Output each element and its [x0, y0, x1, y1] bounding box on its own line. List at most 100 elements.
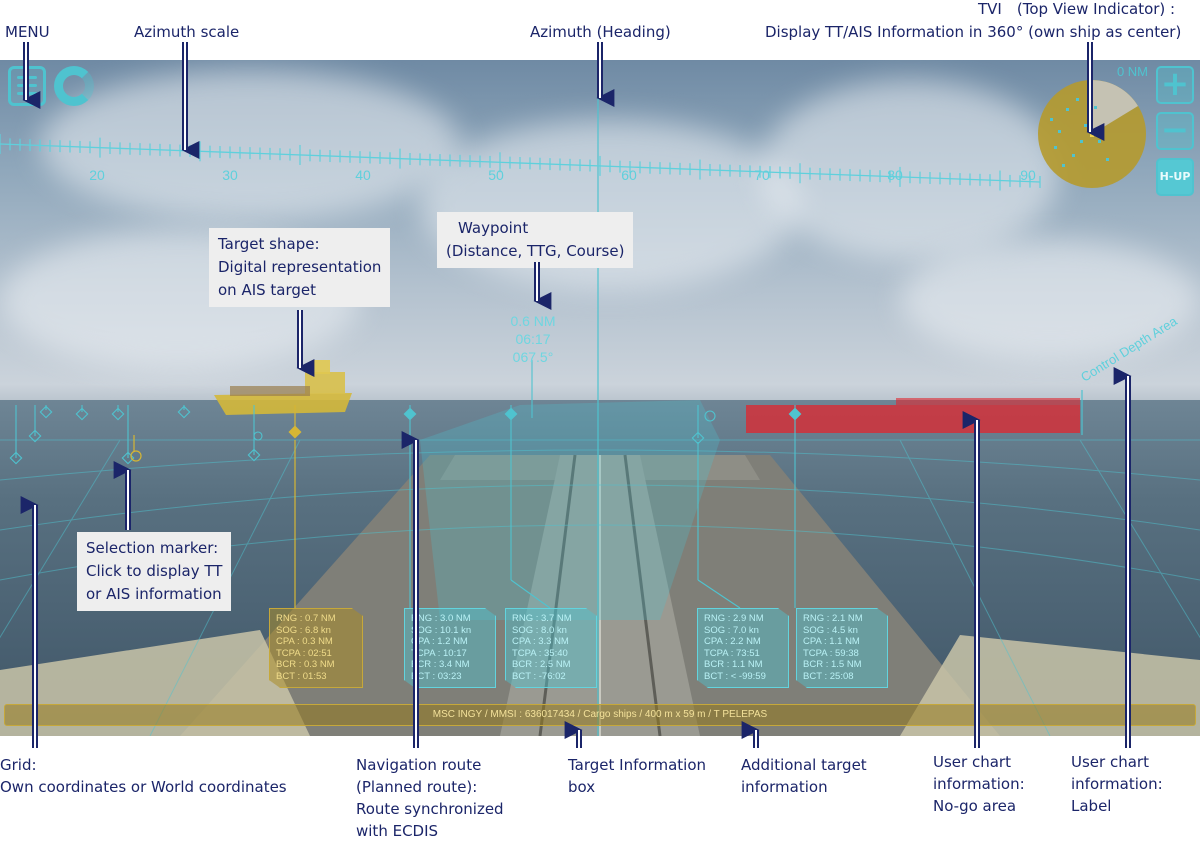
target-info-row: SOG : 10.1 kn	[411, 624, 472, 636]
target-info-row: BCR : 1.5 NM	[803, 659, 862, 671]
target-info-row: BCT : < -99:59	[704, 670, 766, 682]
label-annotation-line: information:	[1071, 775, 1163, 793]
azimuth-tick-label: 60	[621, 167, 637, 183]
target-shape-callout-line: Target shape:	[218, 235, 320, 253]
waypoint-callout-title: Waypoint	[458, 219, 529, 237]
target-shape-callout: Target shape: Digital representation on …	[209, 228, 391, 307]
waypoint-distance: 0.6 NM	[510, 313, 556, 329]
navigation-route	[420, 400, 720, 620]
azimuth-tick-label: 80	[887, 167, 903, 183]
azimuth-tick-label: 90	[1020, 167, 1036, 183]
waypoint-readout: 0.6 NM 06:17 067.5°	[497, 312, 569, 366]
target-vessel	[230, 386, 310, 396]
target-info-row: CPA : 3.3 NM	[512, 636, 569, 648]
target-shape-callout-line: on AIS target	[218, 281, 317, 299]
selected-target-marker	[130, 405, 302, 608]
target-info-row: SOG : 7.0 kn	[704, 624, 759, 636]
selection-callout-line: Click to display TT	[86, 562, 223, 580]
zoom-in-button[interactable]: +	[1156, 66, 1194, 104]
target-info-row: BCT : -76:02	[512, 670, 566, 682]
nav-annotation-line: Navigation route	[356, 756, 482, 774]
target-info-row: CPA : 1.2 NM	[411, 636, 468, 648]
hud-graphics	[0, 60, 1200, 736]
additional-info-annotation: Additional target information	[741, 754, 867, 798]
nogo-annotation-line: User chart	[933, 753, 1011, 771]
target-info-row: TCPA : 59:38	[803, 647, 859, 659]
nogo-annotation-line: information:	[933, 775, 1025, 793]
azimuth-tick-label: 50	[488, 167, 504, 183]
azimuth-tick-label: 70	[754, 167, 770, 183]
target-info-row: RNG : 3.0 NM	[411, 613, 471, 624]
label-annotation: User chart information: Label	[1071, 751, 1163, 817]
azimuth-tick-label: 20	[89, 167, 105, 183]
no-go-area-annotation: User chart information: No-go area	[933, 751, 1025, 817]
target-info-row: TCPA : 10:17	[411, 647, 467, 659]
cloud	[900, 240, 1200, 360]
add-annotation-line: information	[741, 778, 828, 796]
add-annotation-line: Additional target	[741, 756, 867, 774]
heading-up-button[interactable]: H-UP	[1156, 158, 1194, 196]
target-info-row: BCR : 0.3 NM	[276, 659, 335, 671]
waypoint-callout-desc: (Distance, TTG, Course)	[446, 242, 625, 260]
selection-marker-callout: Selection marker: Click to display TT or…	[77, 532, 232, 611]
zoom-out-button[interactable]: −	[1156, 112, 1194, 150]
target-info-box-annotation: Target Information box	[568, 754, 706, 798]
target-info-row: BCT : 25:08	[803, 670, 854, 682]
target-info-row: CPA : 0.3 NM	[276, 636, 333, 648]
azimuth-scale-annotation: Azimuth scale	[134, 23, 240, 41]
target-info-row: SOG : 6.8 kn	[276, 624, 331, 636]
navigation-route-annotation: Navigation route (Planned route): Route …	[356, 754, 504, 841]
top-view-indicator[interactable]	[1036, 78, 1148, 190]
menu-icon-bar	[17, 92, 37, 95]
target-info-row: BCR : 1.1 NM	[704, 659, 763, 671]
nav-annotation-line: (Planned route):	[356, 778, 478, 796]
waypoint-course: 067.5°	[512, 349, 554, 365]
target-info-row: TCPA : 73:51	[704, 647, 760, 659]
additional-target-info-bar: MSC INGY / MMSI : 636017434 / Cargo ship…	[4, 704, 1196, 726]
selection-callout-line: Selection marker:	[86, 539, 219, 557]
tvi-annotation-title: TVI (Top View Indicator) :	[978, 0, 1176, 18]
target-info-row: BCT : 01:53	[276, 670, 327, 682]
target-info-row: TCPA : 35:40	[512, 647, 568, 659]
tib-annotation-line: box	[568, 778, 596, 796]
label-annotation-line: User chart	[1071, 753, 1149, 771]
target-markers	[9, 360, 802, 609]
menu-icon	[17, 76, 37, 79]
target-shape-callout-line: Digital representation	[218, 258, 382, 276]
waypoint-ttg: 06:17	[515, 331, 551, 347]
ais-target-shape	[214, 360, 352, 415]
grid-annotation: Grid: Own coordinates or World coordinat…	[0, 754, 287, 798]
menu-icon-bar	[17, 84, 37, 87]
waypoint-callout: Waypoint (Distance, TTG, Course)	[437, 212, 634, 268]
tvi-annotation-desc: Display TT/AIS Information in 360° (own …	[765, 23, 1182, 41]
azimuth-heading-annotation: Azimuth (Heading)	[530, 23, 671, 41]
azimuth-tick-label: 30	[222, 167, 238, 183]
ring-icon[interactable]	[54, 66, 94, 106]
menu-button[interactable]	[8, 66, 46, 106]
label-annotation-line: Label	[1071, 797, 1112, 815]
no-go-area	[746, 405, 1080, 433]
nogo-annotation-line: No-go area	[933, 797, 1017, 815]
target-info-row: SOG : 8.0 kn	[512, 624, 567, 636]
target-info-row: CPA : 2.2 NM	[704, 636, 761, 648]
selection-callout-line: or AIS information	[86, 585, 222, 603]
nav-annotation-line: Route synchronized	[356, 800, 504, 818]
target-info-row: CPA : 1.1 NM	[803, 636, 860, 648]
nav-annotation-line: with ECDIS	[356, 822, 439, 840]
target-info-row: SOG : 4.5 kn	[803, 624, 858, 636]
target-info-row: BCR : 2.5 NM	[512, 659, 571, 671]
tib-annotation-line: Target Information	[568, 756, 707, 774]
target-info-row: RNG : 2.1 NM	[803, 613, 863, 624]
target-info-row: RNG : 3.7 NM	[512, 613, 572, 624]
tvi-range-label: 0 NM	[1116, 64, 1148, 79]
grid-annotation-line: Own coordinates or World coordinates	[0, 778, 287, 796]
target-info-row: BCT : 03:23	[411, 670, 462, 682]
target-info-row: BCR : 3.4 NM	[411, 659, 470, 671]
menu-annotation: MENU	[5, 23, 50, 41]
